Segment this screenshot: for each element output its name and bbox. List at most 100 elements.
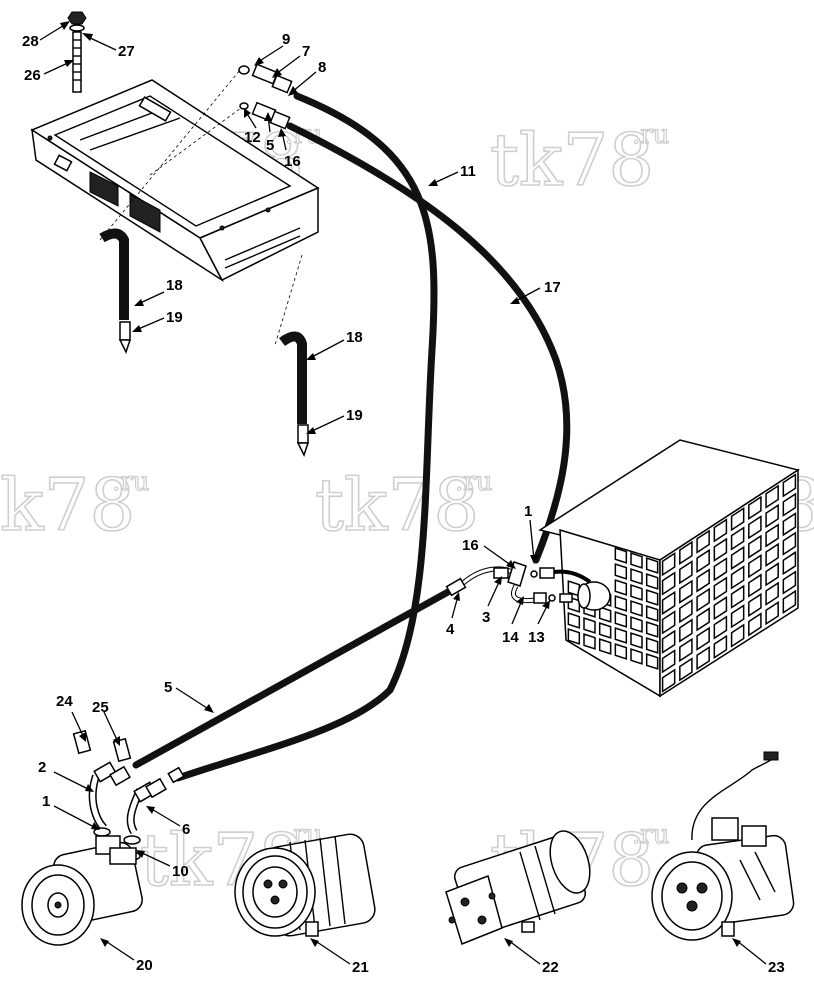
coil-cell — [730, 526, 745, 551]
condenser-fittings — [445, 561, 611, 611]
callout-24: 24 — [56, 693, 73, 710]
coil-cell — [614, 579, 628, 596]
coil-cell — [630, 584, 643, 601]
coil-cell — [661, 551, 676, 577]
coil-cell — [730, 604, 745, 629]
coil-cell — [765, 562, 779, 587]
coil-cell — [614, 611, 628, 628]
hose-17 — [286, 122, 571, 564]
coil-cell — [748, 534, 762, 559]
callout-18-right: 18 — [346, 329, 363, 346]
compressor-23 — [651, 751, 795, 941]
coil-cell — [765, 503, 779, 529]
coil-cell — [696, 626, 710, 651]
coil-cell — [630, 600, 643, 617]
leader-lines — [39, 21, 767, 965]
coil-cell — [713, 595, 728, 621]
coil-cell — [782, 492, 797, 517]
coil-cell — [730, 584, 745, 609]
watermark-suffix: .ru — [632, 820, 669, 850]
callout-4: 4 — [446, 621, 455, 638]
callout-21: 21 — [352, 959, 369, 976]
callout-9: 9 — [282, 31, 290, 48]
coil-cell — [748, 515, 762, 540]
coil-cell — [696, 568, 710, 593]
assembly-dash-lines — [99, 69, 303, 346]
coil-cell — [614, 563, 628, 580]
coil-cell — [782, 531, 797, 556]
callout-18-left: 18 — [166, 277, 183, 294]
compressor-22 — [445, 830, 591, 945]
coil-cell — [645, 653, 659, 670]
coil-cell — [614, 643, 628, 660]
coil-cell — [661, 649, 676, 674]
coil-cell — [748, 554, 762, 579]
callout-7: 7 — [302, 43, 310, 60]
coil-cell — [598, 622, 612, 639]
callout-27: 27 — [118, 43, 135, 60]
callout-10: 10 — [172, 863, 189, 880]
coil-cell — [645, 573, 659, 590]
coil-cell — [696, 646, 710, 671]
watermark: k78 — [0, 463, 135, 547]
watermark-suffix: .ru — [455, 467, 492, 497]
hose-5 — [132, 588, 452, 769]
coil-cell — [782, 570, 797, 595]
coil-cell — [713, 634, 728, 660]
callout-3: 3 — [482, 609, 490, 626]
coil-cell — [765, 484, 779, 509]
callout-25: 25 — [92, 699, 109, 716]
coil-cell — [730, 506, 745, 532]
coil-cell — [614, 547, 628, 564]
coil-cell — [679, 637, 693, 663]
coil-cell — [614, 595, 628, 612]
coil-cell — [765, 523, 779, 548]
hose-11 — [174, 92, 438, 782]
callout-14: 14 — [502, 629, 519, 646]
coil-grid — [567, 473, 797, 693]
coil-cell — [630, 632, 643, 649]
coil-cell — [748, 573, 762, 598]
callout-6: 6 — [182, 821, 190, 838]
coil-cell — [713, 615, 728, 640]
callout-19-left: 19 — [166, 309, 183, 326]
coil-cell — [583, 617, 596, 634]
coil-cell — [630, 648, 643, 665]
coil-cell — [630, 568, 643, 585]
coil-cell — [598, 606, 612, 623]
mounting-bolt — [67, 11, 87, 93]
coil-cell — [679, 560, 693, 585]
coil-cell — [713, 557, 728, 582]
coil-cell — [696, 529, 710, 554]
coil-cell — [748, 495, 762, 520]
coil-cell — [614, 627, 628, 644]
coil-cell — [782, 550, 797, 576]
callout-26: 26 — [24, 67, 41, 84]
drain-hose-left — [99, 228, 132, 354]
coil-cell — [645, 637, 659, 654]
coil-cell — [713, 518, 728, 543]
coil-cell — [645, 589, 659, 606]
coil-cell — [567, 628, 581, 645]
coil-cell — [765, 581, 779, 606]
coil-cell — [782, 512, 797, 537]
coil-cell — [630, 552, 643, 569]
evaporator-fittings — [238, 63, 293, 130]
coil-cell — [748, 612, 762, 637]
watermark-suffix: .ru — [112, 467, 149, 497]
callout-1-right: 1 — [524, 503, 532, 520]
refrigerant-hoses — [132, 92, 571, 782]
coil-cell — [679, 618, 693, 643]
coil-cell — [661, 629, 676, 654]
coil-cell — [679, 599, 693, 624]
compressor-21 — [234, 833, 376, 937]
watermark: tk78 — [490, 118, 654, 202]
coil-cell — [696, 587, 710, 612]
coil-cell — [661, 571, 676, 596]
coil-cell — [713, 537, 728, 562]
compressor-20 — [21, 835, 143, 946]
coil-cell — [679, 657, 693, 682]
watermark: tk78 — [315, 463, 479, 547]
coil-cell — [696, 607, 710, 632]
